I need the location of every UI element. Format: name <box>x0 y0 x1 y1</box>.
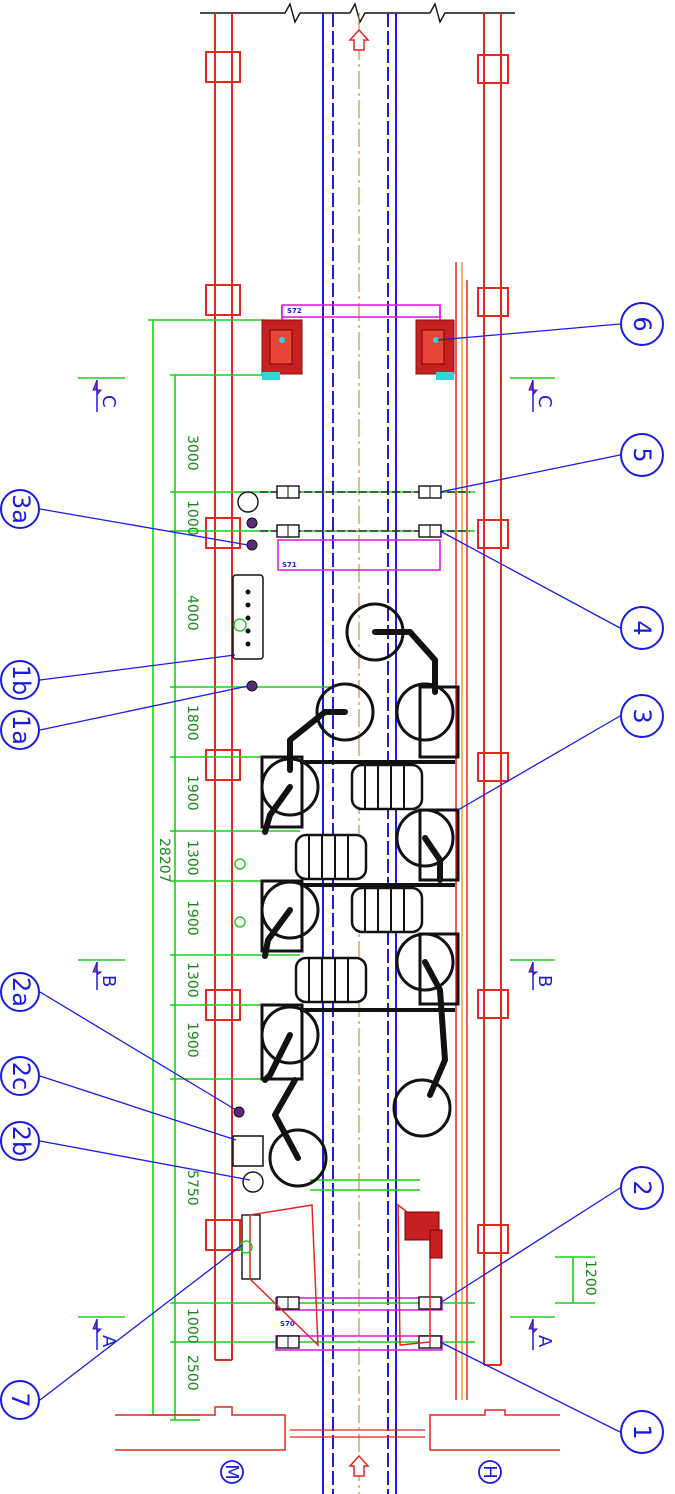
dimension-1000: 1000 <box>184 1308 200 1344</box>
tag-s70: S70 <box>280 1320 295 1328</box>
svg-text:4: 4 <box>628 620 656 635</box>
dimension-1200: 1200 <box>582 1260 598 1296</box>
coil-drums <box>294 763 424 1004</box>
dimension-1800: 1800 <box>184 705 200 741</box>
dimension-labels: 3000 1000 4000 1800 1900 1300 28207 1900… <box>156 435 598 1391</box>
flow-arrow-icon <box>348 1454 370 1477</box>
device-1b-panel <box>232 574 264 660</box>
device-2a <box>233 1106 245 1118</box>
device-2b <box>242 1171 264 1193</box>
right-column-rail <box>477 13 509 1366</box>
svg-text:1b: 1b <box>7 665 35 696</box>
section-marker-c-left: C <box>78 377 125 412</box>
dimension-1300: 1300 <box>184 962 200 998</box>
svg-text:2: 2 <box>628 1180 656 1195</box>
callout-7: 7 <box>0 1380 40 1420</box>
bottom-walls <box>115 1406 560 1451</box>
svg-text:5: 5 <box>628 447 656 462</box>
side-label-left: M <box>220 1460 244 1484</box>
leader-lines <box>39 323 621 1433</box>
svg-text:1a: 1a <box>7 715 35 745</box>
callout-6: 6 <box>620 302 664 346</box>
section-marker-a-left: A <box>78 1316 125 1350</box>
callout-3: 3 <box>620 694 664 738</box>
flow-arrow-icon <box>348 28 370 51</box>
side-label-right: H <box>478 1460 502 1484</box>
marker <box>234 916 246 928</box>
sensor-pairs <box>260 485 470 1349</box>
svg-text:2a: 2a <box>7 977 35 1007</box>
dimension-28207: 28207 <box>156 838 172 883</box>
dimension-3000: 3000 <box>184 435 200 471</box>
callout-3a: 3a <box>0 489 40 529</box>
section-marker-c-right: C <box>510 377 555 412</box>
dimension-1300: 1300 <box>184 840 200 876</box>
callout-1: 1 <box>620 1410 664 1454</box>
callout-2b: 2b <box>0 1121 40 1161</box>
callout-2c: 2c <box>0 1056 40 1096</box>
dimension-4000: 4000 <box>184 595 200 631</box>
section-marker-a-right: A <box>510 1316 555 1350</box>
callout-4: 4 <box>620 606 664 650</box>
unit-6-right <box>415 319 455 380</box>
svg-text:7: 7 <box>6 1392 34 1407</box>
tag-s71: S71 <box>282 561 297 569</box>
callout-1a: 1a <box>0 710 40 750</box>
svg-text:A: A <box>534 1335 555 1348</box>
svg-text:3: 3 <box>628 708 656 723</box>
svg-text:H: H <box>479 1465 500 1479</box>
unit-7 <box>239 1203 443 1347</box>
svg-text:2c: 2c <box>7 1062 35 1090</box>
dimension-1900: 1900 <box>184 1022 200 1058</box>
svg-text:C: C <box>98 395 119 408</box>
break-line <box>200 2 515 24</box>
dimension-1900: 1900 <box>184 900 200 936</box>
callout-2a: 2a <box>0 972 40 1012</box>
dimension-2500: 2500 <box>184 1355 200 1391</box>
conveyor-track <box>322 13 397 1494</box>
tag-s72: S72 <box>287 307 302 315</box>
callout-5: 5 <box>620 433 664 477</box>
right-pipes <box>455 262 468 1400</box>
svg-text:B: B <box>98 975 119 987</box>
svg-text:6: 6 <box>628 316 656 331</box>
device-1a <box>246 680 258 692</box>
svg-text:B: B <box>534 975 555 987</box>
svg-text:C: C <box>534 395 555 408</box>
svg-text:M: M <box>221 1464 242 1480</box>
svg-text:3a: 3a <box>7 494 35 524</box>
section-marker-b-right: B <box>510 959 555 990</box>
svg-text:1: 1 <box>628 1424 656 1439</box>
device-2c <box>232 1135 264 1167</box>
dimension-5750: 5750 <box>184 1170 200 1206</box>
svg-text:A: A <box>98 1335 119 1348</box>
section-marker-b-left: B <box>78 959 125 990</box>
marker <box>234 858 246 870</box>
dimension-1900: 1900 <box>184 775 200 811</box>
unit-6-left <box>261 319 303 380</box>
callout-1b: 1b <box>0 660 40 700</box>
callout-2: 2 <box>620 1166 664 1210</box>
svg-text:2b: 2b <box>7 1126 35 1157</box>
coil-machines <box>260 602 460 1188</box>
dimension-1000: 1000 <box>184 500 200 536</box>
device-3a <box>237 491 259 551</box>
